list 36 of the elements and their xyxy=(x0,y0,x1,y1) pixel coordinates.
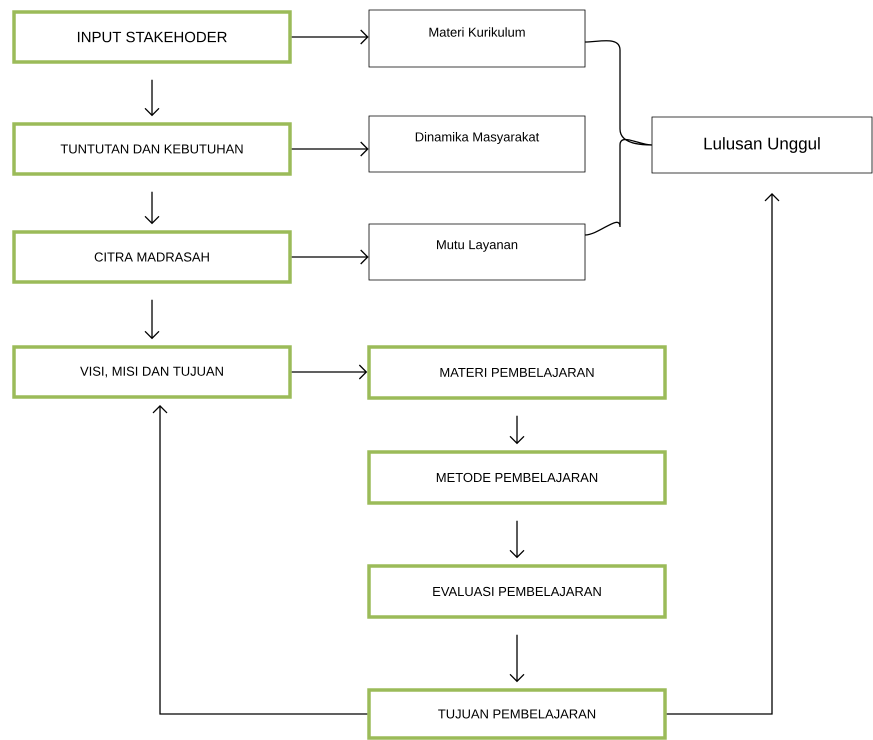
arrow xyxy=(152,405,368,715)
node-label: Dinamika Masyarakat xyxy=(416,132,540,144)
node-label: CITRA MADRASAH xyxy=(94,252,209,262)
arrow xyxy=(292,250,369,264)
process-box xyxy=(367,450,667,505)
process-box xyxy=(12,10,292,64)
node-label: Materi Kurikulum xyxy=(429,27,525,37)
node-label: MATERI PEMBELAJARAN xyxy=(440,368,594,378)
arrow xyxy=(292,364,368,380)
node-label: Lulusan Unggul xyxy=(704,137,820,153)
text-box xyxy=(368,10,586,68)
node-label: Mutu Layanan xyxy=(437,240,518,252)
node-label: VISI, MISI DAN TUJUAN xyxy=(80,366,223,378)
text-box xyxy=(652,116,872,174)
arrow xyxy=(144,80,160,116)
process-box xyxy=(367,688,667,740)
node-label: METODE PEMBELAJARAN xyxy=(436,472,598,482)
arrow xyxy=(510,520,524,558)
process-box xyxy=(12,122,292,176)
process-box xyxy=(12,230,292,284)
arrow xyxy=(510,416,524,444)
text-box xyxy=(368,224,586,280)
arrow xyxy=(144,300,160,340)
process-box xyxy=(12,345,292,399)
node-label: TUJUAN PEMBELAJARAN xyxy=(438,709,596,719)
process-box xyxy=(367,345,667,400)
arrow xyxy=(666,193,780,715)
process-box xyxy=(367,564,667,619)
arrow xyxy=(292,30,369,44)
arrow xyxy=(144,192,160,224)
arrow xyxy=(292,142,369,156)
text-box xyxy=(368,116,586,172)
node-label: EVALUASI PEMBELAJARAN xyxy=(433,586,601,596)
node-label: INPUT STAKEHODER xyxy=(78,32,227,42)
node-label: TUNTUTAN DAN KEBUTUHAN xyxy=(60,144,243,154)
arrow xyxy=(510,634,524,682)
